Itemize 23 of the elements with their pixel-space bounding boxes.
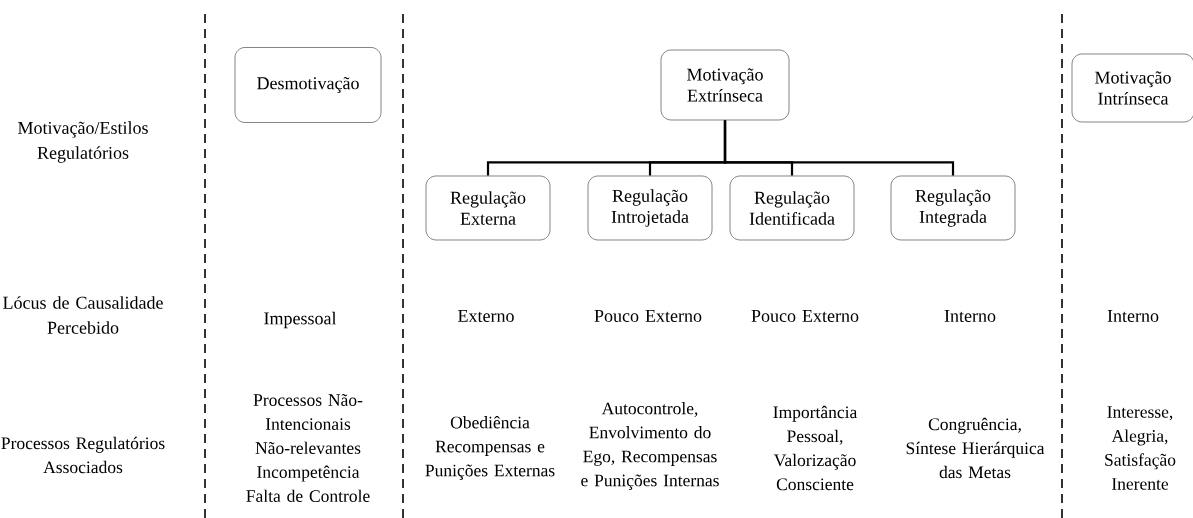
rounded-box: Motivação Intrínseca [1071,53,1193,123]
cell-text: Pouco Externo [594,310,702,322]
rounded-box: Regulação Externa [425,175,551,241]
cell-text: Importância Pessoal, Valorização Consciente [773,405,858,491]
cell-text: Obediência Recompensas e Punições Externas [425,416,555,480]
rounded-box: Regulação Identificada [729,175,855,241]
rounded-box: Motivação Extrínseca [660,49,790,121]
cell-text: Interno [1107,310,1159,322]
row-header: Motivação/Estilos Regulatórios [18,121,148,163]
cell-text: Processos Não-Intencionais Não-relevantes Incompetência Falta de Controle [246,394,370,502]
row-header: Processos Regulatórios Associados [1,436,165,474]
rounded-box: Desmotivação [234,47,382,123]
cell-text: Interno [944,310,996,322]
rounded-box: Regulação Integrada [890,175,1016,241]
cell-text: Autocontrole, Envolvimento do Ego, Recompensas e Punições Internas [581,402,719,490]
tree-connector [723,120,955,176]
rounded-box: Regulação Introjetada [587,175,713,241]
cell-text: Pouco Externo [751,310,859,322]
cell-text: Congruência, Síntese Hierárquica das Metas [906,417,1045,479]
cell-text: Externo [458,310,514,322]
row-header: Lócus de Causalidade Percebido [3,296,163,334]
cell-text: Impessoal [264,311,337,329]
cell-text: Interesse, Alegria, Satisfação Inerente [1105,406,1176,490]
